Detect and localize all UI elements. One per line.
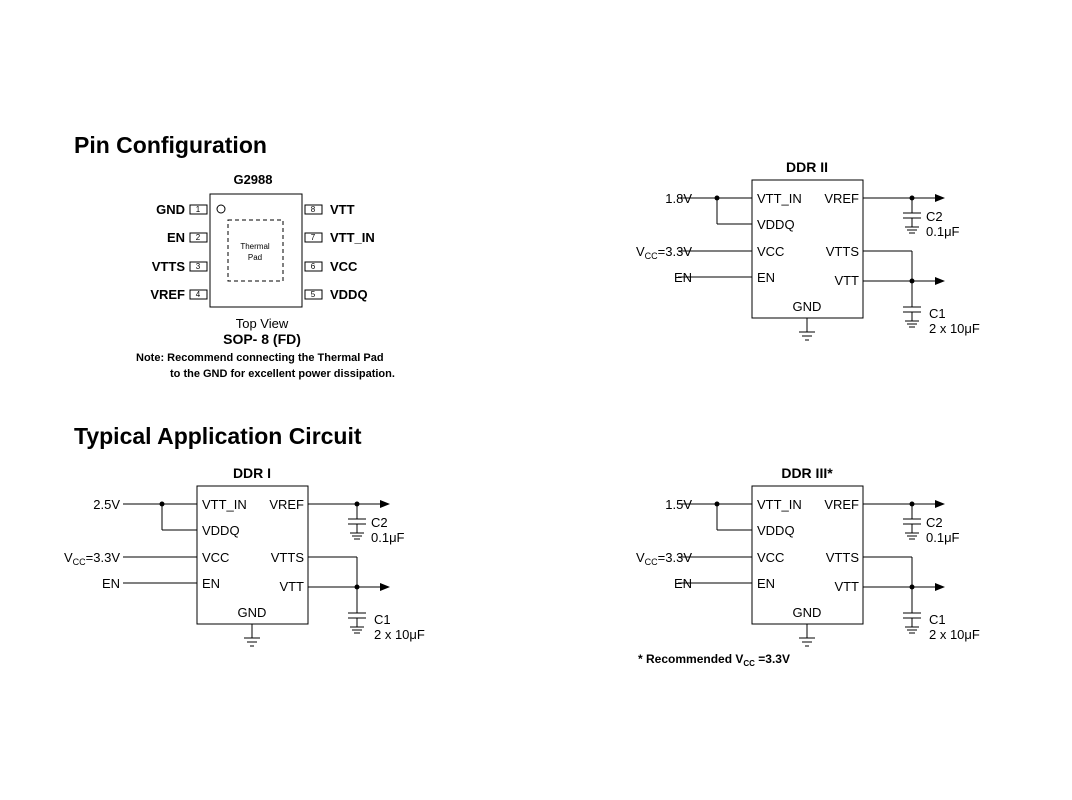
chip-name: G2988 bbox=[233, 172, 272, 187]
pin-vref: VREF bbox=[269, 497, 304, 512]
right-pin-7: 7 VTT_IN bbox=[304, 230, 375, 245]
pin-config-diagram: G2988 Thermal Pad 1 GND 2 EN 3 VTTS 4 VR… bbox=[136, 172, 395, 380]
en-label: EN bbox=[674, 576, 692, 591]
note-line-2: to the GND for excellent power dissipati… bbox=[170, 368, 395, 380]
c1-name: C1 bbox=[374, 612, 391, 627]
svg-text:3: 3 bbox=[196, 262, 201, 271]
en-label: EN bbox=[102, 576, 120, 591]
pin-vddq: VDDQ bbox=[202, 523, 240, 538]
vin-label: 1.5V bbox=[665, 497, 692, 512]
c1-name: C1 bbox=[929, 306, 946, 321]
left-pin-4: 4 VREF bbox=[150, 287, 208, 302]
svg-text:2: 2 bbox=[196, 233, 201, 242]
pin-gnd: GND bbox=[793, 605, 822, 620]
app-circuit-heading: Typical Application Circuit bbox=[74, 423, 362, 449]
pin-vtt: VTT bbox=[279, 579, 304, 594]
svg-text:VCC: VCC bbox=[330, 259, 358, 274]
pin-vtt-in: VTT_IN bbox=[202, 497, 247, 512]
pin-vcc: VCC bbox=[757, 244, 784, 259]
svg-text:4: 4 bbox=[196, 290, 201, 299]
svg-text:GND: GND bbox=[156, 202, 185, 217]
svg-text:VREF: VREF bbox=[150, 287, 185, 302]
vcc-label: VCC=3.3V bbox=[636, 244, 692, 261]
svg-text:1: 1 bbox=[196, 205, 201, 214]
c2-name: C2 bbox=[371, 515, 388, 530]
c1-value: 2 x 10μF bbox=[929, 627, 980, 642]
pin-vtt-in: VTT_IN bbox=[757, 497, 802, 512]
circuit-title: DDR II bbox=[786, 159, 828, 175]
pin-vcc: VCC bbox=[757, 550, 784, 565]
vcc-label: VCC=3.3V bbox=[64, 550, 120, 567]
pin-vcc: VCC bbox=[202, 550, 229, 565]
svg-text:6: 6 bbox=[311, 262, 316, 271]
svg-text:8: 8 bbox=[311, 205, 316, 214]
chip-body bbox=[209, 193, 303, 308]
svg-text:VTT_IN: VTT_IN bbox=[330, 230, 375, 245]
c2-value: 0.1μF bbox=[926, 224, 960, 239]
pin-vtt: VTT bbox=[834, 579, 859, 594]
svg-text:VTTS: VTTS bbox=[152, 259, 186, 274]
svg-text:7: 7 bbox=[311, 233, 316, 242]
pin-vref: VREF bbox=[824, 497, 859, 512]
c2-name: C2 bbox=[926, 515, 943, 530]
pin-vddq: VDDQ bbox=[757, 217, 795, 232]
vin-label: 2.5V bbox=[93, 497, 120, 512]
pin-vtts: VTTS bbox=[271, 550, 305, 565]
vin-label: 1.8V bbox=[665, 191, 692, 206]
en-label: EN bbox=[674, 270, 692, 285]
pin-en: EN bbox=[757, 270, 775, 285]
footnote: * Recommended VCC =3.3V bbox=[638, 652, 790, 668]
pin-en: EN bbox=[202, 576, 220, 591]
pin-vtt-in: VTT_IN bbox=[757, 191, 802, 206]
package-label: SOP- 8 (FD) bbox=[223, 331, 301, 347]
note-line-1: Note: Recommend connecting the Thermal P… bbox=[136, 352, 384, 364]
pin-gnd: GND bbox=[238, 605, 267, 620]
right-pin-6: 6 VCC bbox=[304, 259, 358, 274]
right-pin-5: 5 VDDQ bbox=[304, 287, 368, 302]
circuit-ddr1: DDR I 2.5V VCC=3.3V EN VTT_IN VDDQ VCC E… bbox=[64, 465, 425, 647]
circuit-ddr3: DDR III* 1.5V VCC=3.3V EN VTT_IN VDDQ VC… bbox=[636, 465, 980, 647]
c1-value: 2 x 10μF bbox=[929, 321, 980, 336]
c2-value: 0.1μF bbox=[371, 530, 405, 545]
pin-gnd: GND bbox=[793, 299, 822, 314]
pin-vtts: VTTS bbox=[826, 244, 860, 259]
c2-value: 0.1μF bbox=[926, 530, 960, 545]
svg-text:VTT: VTT bbox=[330, 202, 355, 217]
circuit-title: DDR III* bbox=[781, 465, 833, 481]
top-view-label: Top View bbox=[236, 316, 289, 331]
pin-vtts: VTTS bbox=[826, 550, 860, 565]
pin-config-heading: Pin Configuration bbox=[74, 132, 267, 158]
left-pin-2: 2 EN bbox=[167, 230, 208, 245]
circuit-ddr2: DDR II 1.8V VCC=3.3V EN VTT_IN VDDQ VCC … bbox=[636, 159, 980, 341]
pin-vref: VREF bbox=[824, 191, 859, 206]
right-pin-8: 8 VTT bbox=[304, 202, 355, 217]
c1-value: 2 x 10μF bbox=[374, 627, 425, 642]
svg-text:5: 5 bbox=[311, 290, 316, 299]
svg-text:VDDQ: VDDQ bbox=[330, 287, 368, 302]
thermal-pad bbox=[227, 219, 284, 282]
svg-text:EN: EN bbox=[167, 230, 185, 245]
circuit-title: DDR I bbox=[233, 465, 271, 481]
pin1-marker-icon bbox=[216, 204, 226, 214]
c2-name: C2 bbox=[926, 209, 943, 224]
thermal-pad-label: Pad bbox=[248, 253, 262, 262]
left-pin-3: 3 VTTS bbox=[152, 259, 208, 274]
c1-name: C1 bbox=[929, 612, 946, 627]
pin-en: EN bbox=[757, 576, 775, 591]
vcc-label: VCC=3.3V bbox=[636, 550, 692, 567]
left-pin-1: 1 GND bbox=[156, 202, 208, 217]
pin-vddq: VDDQ bbox=[757, 523, 795, 538]
pin-vtt: VTT bbox=[834, 273, 859, 288]
thermal-pad-label: Thermal bbox=[240, 242, 270, 251]
